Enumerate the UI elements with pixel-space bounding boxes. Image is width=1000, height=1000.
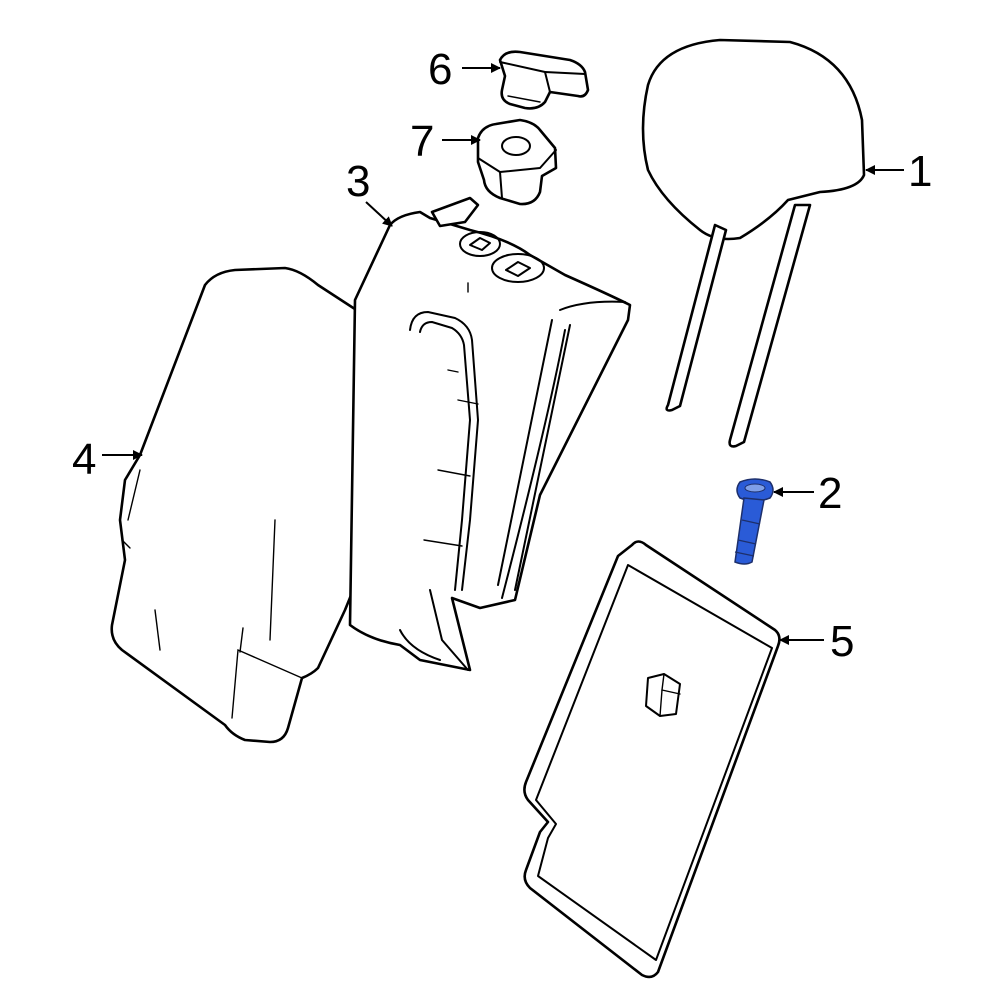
callout-5: 5 [779, 617, 854, 666]
callout-2: 2 [773, 469, 842, 518]
callout-number-5: 5 [830, 617, 854, 666]
callout-1: 1 [865, 147, 932, 196]
callout-number-7: 7 [410, 117, 434, 166]
callout-3: 3 [346, 157, 393, 227]
callout-number-6: 6 [428, 45, 452, 94]
callout-number-2: 2 [818, 469, 842, 518]
callout-number-4: 4 [72, 435, 96, 484]
headrest-guide-part[interactable] [734, 478, 774, 565]
callout-number-1: 1 [908, 147, 932, 196]
callout-number-3: 3 [346, 157, 370, 206]
seat-back-frame-part[interactable] [348, 196, 632, 672]
callout-7: 7 [410, 117, 481, 166]
callout-4: 4 [72, 435, 143, 484]
callout-6: 6 [428, 45, 501, 94]
back-panel-part[interactable] [523, 540, 781, 979]
headrest-part[interactable] [641, 38, 866, 448]
guide-bracket-part[interactable] [476, 118, 558, 206]
guide-cap-part[interactable] [498, 50, 590, 110]
guide-shaft [734, 497, 765, 565]
